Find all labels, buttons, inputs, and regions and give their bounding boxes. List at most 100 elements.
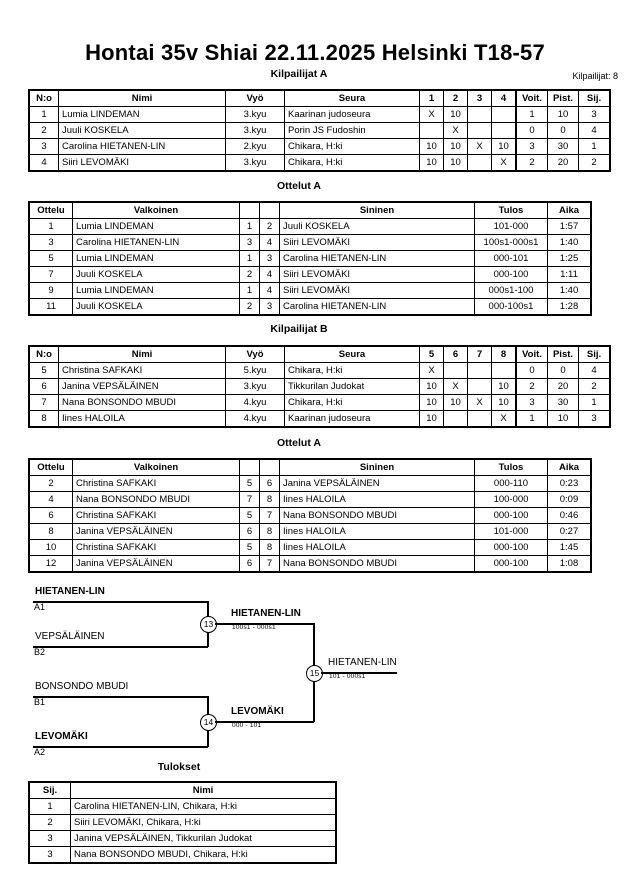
cell-white-no: 7 [239,491,260,508]
cell-white-no: 6 [239,555,260,573]
cell-nimi: Carolina HIETANEN-LIN, Chikara, H:ki [70,798,337,815]
bracket-line [215,623,314,625]
cell-ottelu: 8 [28,523,73,540]
col-r7: 7 [467,345,492,363]
cell-aika: 0:23 [547,475,592,492]
cell-valkoinen: Janina VEPSÄLÄINEN [72,555,240,573]
matches-a-heading: Ottelut A [277,180,321,192]
col-sininen: Sininen [279,201,475,219]
bracket-match-node-13[interactable]: 13 [200,616,217,633]
cell-valkoinen: Lumia LINDEMAN [72,282,240,299]
bracket-line [33,601,208,603]
cell-seura: Porin JS Fudoshin [284,122,420,139]
cell-sij: 2 [28,814,71,831]
cell-tulos: 000-100 [474,266,548,283]
results-heading: Tulokset [157,761,201,773]
cell-result-3 [467,154,492,172]
cell-ottelu: 10 [28,539,73,556]
cell-valkoinen: Lumia LINDEMAN [72,250,240,267]
cell-aika: 0:46 [547,507,592,524]
col-vyo: Vyö [225,89,285,107]
cell-result-4: X [491,154,517,172]
cell-white-no: 5 [239,475,260,492]
cell-sininen: Nana BONSONDO MBUDI [279,555,475,573]
cell-sij: 3 [578,410,611,428]
cell-result-2: 10 [443,394,468,411]
cell-result-2: 10 [443,138,468,155]
cell-voit: 0 [515,362,548,379]
cell-nimi: Janina VEPSÄLÄINEN, Tikkurilan Judokat [70,830,337,847]
cell-voit: 3 [515,138,548,155]
cell-result-1: 10 [419,154,444,172]
cell-tulos: 100s1-000s1 [474,234,548,251]
bracket-line [33,696,208,698]
cell-aika: 1:40 [547,282,592,299]
cell-sij: 3 [28,846,71,864]
table-header-row: Ottelu Valkoinen Sininen Tulos Aika [28,201,592,219]
col-sininen: Sininen [279,458,475,476]
cell-no: 5 [28,362,59,379]
table-header-row: N:o Nimi Vyö Seura 5 6 7 8 Voit. Pist. S… [28,345,611,363]
cell-aika: 1:57 [547,218,592,235]
cell-result-3 [467,410,492,428]
cell-nimi: Lumia LINDEMAN [58,106,226,123]
col-aika: Aika [547,458,592,476]
cell-pist: 20 [547,154,579,172]
cell-no: 3 [28,138,59,155]
cell-result-1 [419,122,444,139]
cell-tulos: 000-101 [474,250,548,267]
col-r1: 1 [419,89,444,107]
cell-pist: 0 [547,362,579,379]
cell-no: 1 [28,106,59,123]
cell-result-2 [443,410,468,428]
cell-result-4: X [491,410,517,428]
col-ottelu: Ottelu [28,458,73,476]
cell-sij: 1 [578,394,611,411]
bracket-sf2-winner: LEVOMÄKI [231,706,284,717]
cell-voit: 2 [515,378,548,395]
cell-no: 8 [28,410,59,428]
cell-aika: 1:11 [547,266,592,283]
col-aika: Aika [547,201,592,219]
cell-sininen: Janina VEPSÄLÄINEN [279,475,475,492]
cell-white-no: 6 [239,523,260,540]
cell-voit: 0 [515,122,548,139]
cell-white-no: 2 [239,298,260,316]
cell-ottelu: 9 [28,282,73,299]
cell-aika: 1:25 [547,250,592,267]
cell-vyo: 5.kyu [225,362,285,379]
cell-tulos: 000-100s1 [474,298,548,316]
col-valkoinen: Valkoinen [72,201,240,219]
cell-sininen: Siiri LEVOMÄKI [279,266,475,283]
col-r4: 4 [491,89,517,107]
cell-aika: 0:27 [547,523,592,540]
cell-ottelu: 12 [28,555,73,573]
cell-result-1: X [419,362,444,379]
cell-result-3 [467,362,492,379]
bracket-match-node-15[interactable]: 15 [306,665,323,682]
cell-no: 4 [28,154,59,172]
bracket-match-node-14[interactable]: 14 [200,714,217,731]
cell-no: 2 [28,122,59,139]
col-voit: Voit. [515,345,548,363]
cell-pist: 10 [547,410,579,428]
cell-ottelu: 1 [28,218,73,235]
cell-tulos: 101-000 [474,523,548,540]
cell-voit: 2 [515,154,548,172]
cell-sij: 1 [578,138,611,155]
cell-sininen: Siiri LEVOMÄKI [279,282,475,299]
cell-nimi: Iines HALOILA [58,410,226,428]
cell-ottelu: 2 [28,475,73,492]
cell-nimi: Janina VEPSÄLÄINEN [58,378,226,395]
